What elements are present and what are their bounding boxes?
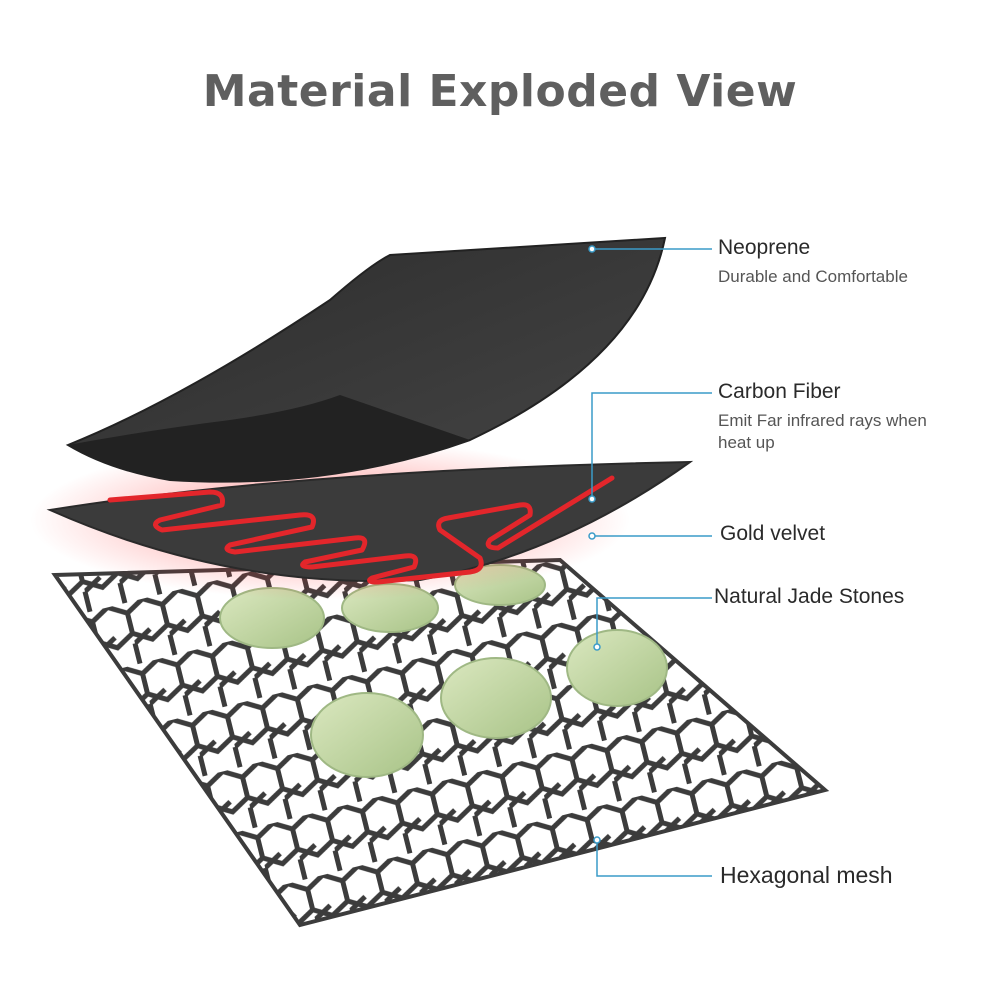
label-carbon-fiber-name: Carbon Fiber (718, 380, 841, 403)
leader-lines (588, 245, 712, 877)
label-carbon-fiber-desc: Emit Far infrared rays when heat up (718, 411, 927, 452)
hexagonal-mesh (51, 557, 830, 928)
label-hexagonal-mesh-name: Hexagonal mesh (720, 862, 893, 888)
label-neoprene-name: Neoprene (718, 236, 811, 259)
label-carbon-fiber: Carbon Fiber Emit Far infrared rays when… (718, 380, 958, 454)
label-jade-stones-name: Natural Jade Stones (714, 585, 905, 608)
jade-stones (219, 564, 668, 778)
jade-stone (566, 629, 668, 707)
neoprene-layer (65, 236, 667, 483)
jade-stone (440, 657, 552, 739)
label-hexagonal-mesh: Hexagonal mesh (720, 862, 893, 889)
label-gold-velvet: Gold velvet (720, 522, 825, 546)
jade-stone (310, 692, 424, 778)
label-jade-stones: Natural Jade Stones (714, 585, 904, 609)
leader-hexagonal-mesh (596, 840, 712, 877)
page-title: Material Exploded View (202, 66, 798, 117)
leader-jade-stones (596, 597, 712, 647)
label-neoprene: Neoprene Durable and Comfortable (718, 236, 908, 288)
leader-carbon-fiber (591, 392, 712, 499)
carbon-fiber-wire (107, 475, 615, 585)
label-neoprene-desc: Durable and Comfortable (718, 267, 908, 286)
label-gold-velvet-name: Gold velvet (720, 522, 826, 545)
